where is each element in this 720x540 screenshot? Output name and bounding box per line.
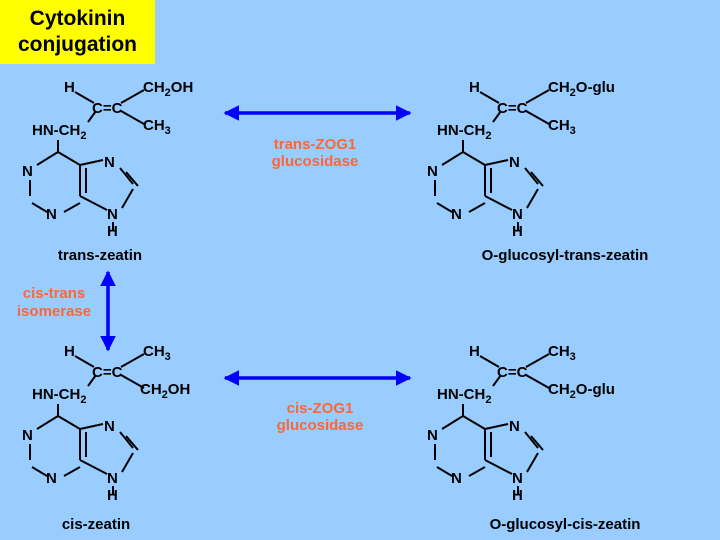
- trans-zog1-label-1: trans-ZOG1: [274, 136, 357, 153]
- svg-text:HN-CH2: HN-CH2: [32, 122, 86, 142]
- o-glucosyl-cis-zeatin-name: O-glucosyl-cis-zeatin: [490, 516, 641, 533]
- cis-zeatin-n1: N: [22, 427, 33, 444]
- title-line-1: Cytokinin: [29, 7, 126, 30]
- o-glucosyl-trans-zeatin-n7: N: [509, 154, 520, 171]
- o-glucosyl-trans-zeatin-right-sub: 3: [570, 125, 576, 137]
- trans-zeatin-top-right-tail: OH: [171, 79, 194, 96]
- svg-text:CH2OH: CH2OH: [140, 381, 190, 401]
- o-glucosyl-cis-zeatin-hn-sub: 2: [485, 394, 491, 406]
- trans-zeatin-h: H: [107, 223, 118, 240]
- o-glucosyl-trans-zeatin-name: O-glucosyl-trans-zeatin: [482, 247, 649, 264]
- o-glucosyl-trans-zeatin-molecule: H C=C CH2O-glu CH3 HN-CH2 N N N N H O-gl…: [427, 79, 648, 264]
- o-glucosyl-trans-zeatin-n1: N: [427, 163, 438, 180]
- trans-zeatin-top-right: CH: [143, 79, 165, 96]
- cis-zeatin-right-tail: OH: [168, 381, 191, 398]
- o-glucosyl-cis-zeatin-molecule: H C=C CH3 CH2O-glu HN-CH2 N N N N H O-gl…: [427, 343, 640, 533]
- cis-zeatin-name: cis-zeatin: [62, 516, 130, 533]
- o-glucosyl-cis-zeatin-side-h: H: [469, 343, 480, 360]
- o-glucosyl-trans-zeatin-hn-sub: 2: [485, 130, 491, 142]
- cis-zeatin-right: CH: [140, 381, 162, 398]
- cis-zeatin-top-right: CH: [143, 343, 165, 360]
- isomerase-label-2: isomerase: [17, 303, 91, 320]
- o-glucosyl-cis-zeatin-n9: N: [512, 470, 523, 487]
- svg-text:HN-CH2: HN-CH2: [437, 386, 491, 406]
- trans-zeatin-hn: HN-CH: [32, 122, 80, 139]
- cis-zeatin-top-right-sub: 3: [165, 351, 171, 363]
- o-glucosyl-trans-zeatin-side-h: H: [469, 79, 480, 96]
- trans-zeatin-n1: N: [22, 163, 33, 180]
- trans-zog1-label-2: glucosidase: [272, 153, 359, 170]
- o-glucosyl-trans-zeatin-top-right-tail: O-glu: [576, 79, 615, 96]
- isomerase-label-1: cis-trans: [23, 285, 86, 302]
- cis-zeatin-side-h: H: [64, 343, 75, 360]
- title-line-2: conjugation: [18, 33, 137, 56]
- svg-text:HN-CH2: HN-CH2: [437, 122, 491, 142]
- o-glucosyl-cis-zeatin-n1: N: [427, 427, 438, 444]
- trans-zeatin-right-sub: 3: [165, 125, 171, 137]
- o-glucosyl-trans-zeatin-top-right-sub: 2: [570, 87, 576, 99]
- trans-zeatin-n3: N: [46, 206, 57, 223]
- cis-zog1-label-2: glucosidase: [277, 417, 364, 434]
- svg-text:HN-CH2: HN-CH2: [32, 386, 86, 406]
- trans-zeatin-name: trans-zeatin: [58, 247, 142, 264]
- cis-zeatin-right-sub: 2: [162, 389, 168, 401]
- svg-text:CH2O-glu: CH2O-glu: [548, 381, 615, 401]
- trans-zeatin-n7: N: [104, 154, 115, 171]
- o-glucosyl-cis-zeatin-right-tail: O-glu: [576, 381, 615, 398]
- trans-zeatin-right: CH: [143, 117, 165, 134]
- trans-zeatin-cc: C=C: [92, 100, 123, 117]
- trans-zeatin-molecule: H C=C CH2OH CH3 HN-CH2 N N N N H trans-z…: [22, 79, 193, 264]
- svg-text:CH3: CH3: [548, 343, 576, 363]
- o-glucosyl-trans-zeatin-n3: N: [451, 206, 462, 223]
- cis-zeatin-n9: N: [107, 470, 118, 487]
- cis-zeatin-hn: HN-CH: [32, 386, 80, 403]
- o-glucosyl-cis-zeatin-top-right-sub: 3: [570, 351, 576, 363]
- o-glucosyl-trans-zeatin-right: CH: [548, 117, 570, 134]
- svg-text:CH2OH: CH2OH: [143, 79, 193, 99]
- o-glucosyl-cis-zeatin-n3: N: [451, 470, 462, 487]
- svg-text:CH2O-glu: CH2O-glu: [548, 79, 615, 99]
- o-glucosyl-cis-zeatin-hn: HN-CH: [437, 386, 485, 403]
- cis-zeatin-n3: N: [46, 470, 57, 487]
- o-glucosyl-cis-zeatin-right-sub: 2: [570, 389, 576, 401]
- o-glucosyl-cis-zeatin-h: H: [512, 487, 523, 504]
- cis-zeatin-molecule: H C=C CH3 CH2OH HN-CH2 N N N N H cis-zea…: [22, 343, 190, 533]
- trans-zeatin-top-right-sub: 2: [165, 87, 171, 99]
- svg-text:CH3: CH3: [143, 343, 171, 363]
- cis-zog1-label-1: cis-ZOG1: [287, 400, 354, 417]
- cis-zeatin-cc: C=C: [92, 364, 123, 381]
- o-glucosyl-trans-zeatin-hn: HN-CH: [437, 122, 485, 139]
- o-glucosyl-trans-zeatin-n9: N: [512, 206, 523, 223]
- o-glucosyl-cis-zeatin-cc: C=C: [497, 364, 528, 381]
- o-glucosyl-cis-zeatin-n7: N: [509, 418, 520, 435]
- svg-text:CH3: CH3: [548, 117, 576, 137]
- o-glucosyl-cis-zeatin-top-right: CH: [548, 343, 570, 360]
- o-glucosyl-trans-zeatin-h: H: [512, 223, 523, 240]
- trans-zeatin-side-h: H: [64, 79, 75, 96]
- o-glucosyl-trans-zeatin-top-right: CH: [548, 79, 570, 96]
- o-glucosyl-cis-zeatin-right: CH: [548, 381, 570, 398]
- cis-zeatin-h: H: [107, 487, 118, 504]
- o-glucosyl-trans-zeatin-cc: C=C: [497, 100, 528, 117]
- svg-text:CH3: CH3: [143, 117, 171, 137]
- trans-zeatin-n9: N: [107, 206, 118, 223]
- cis-zeatin-n7: N: [104, 418, 115, 435]
- title-box: Cytokinin conjugation: [0, 0, 155, 64]
- cis-zeatin-hn-sub: 2: [80, 394, 86, 406]
- trans-zeatin-hn-sub: 2: [80, 130, 86, 142]
